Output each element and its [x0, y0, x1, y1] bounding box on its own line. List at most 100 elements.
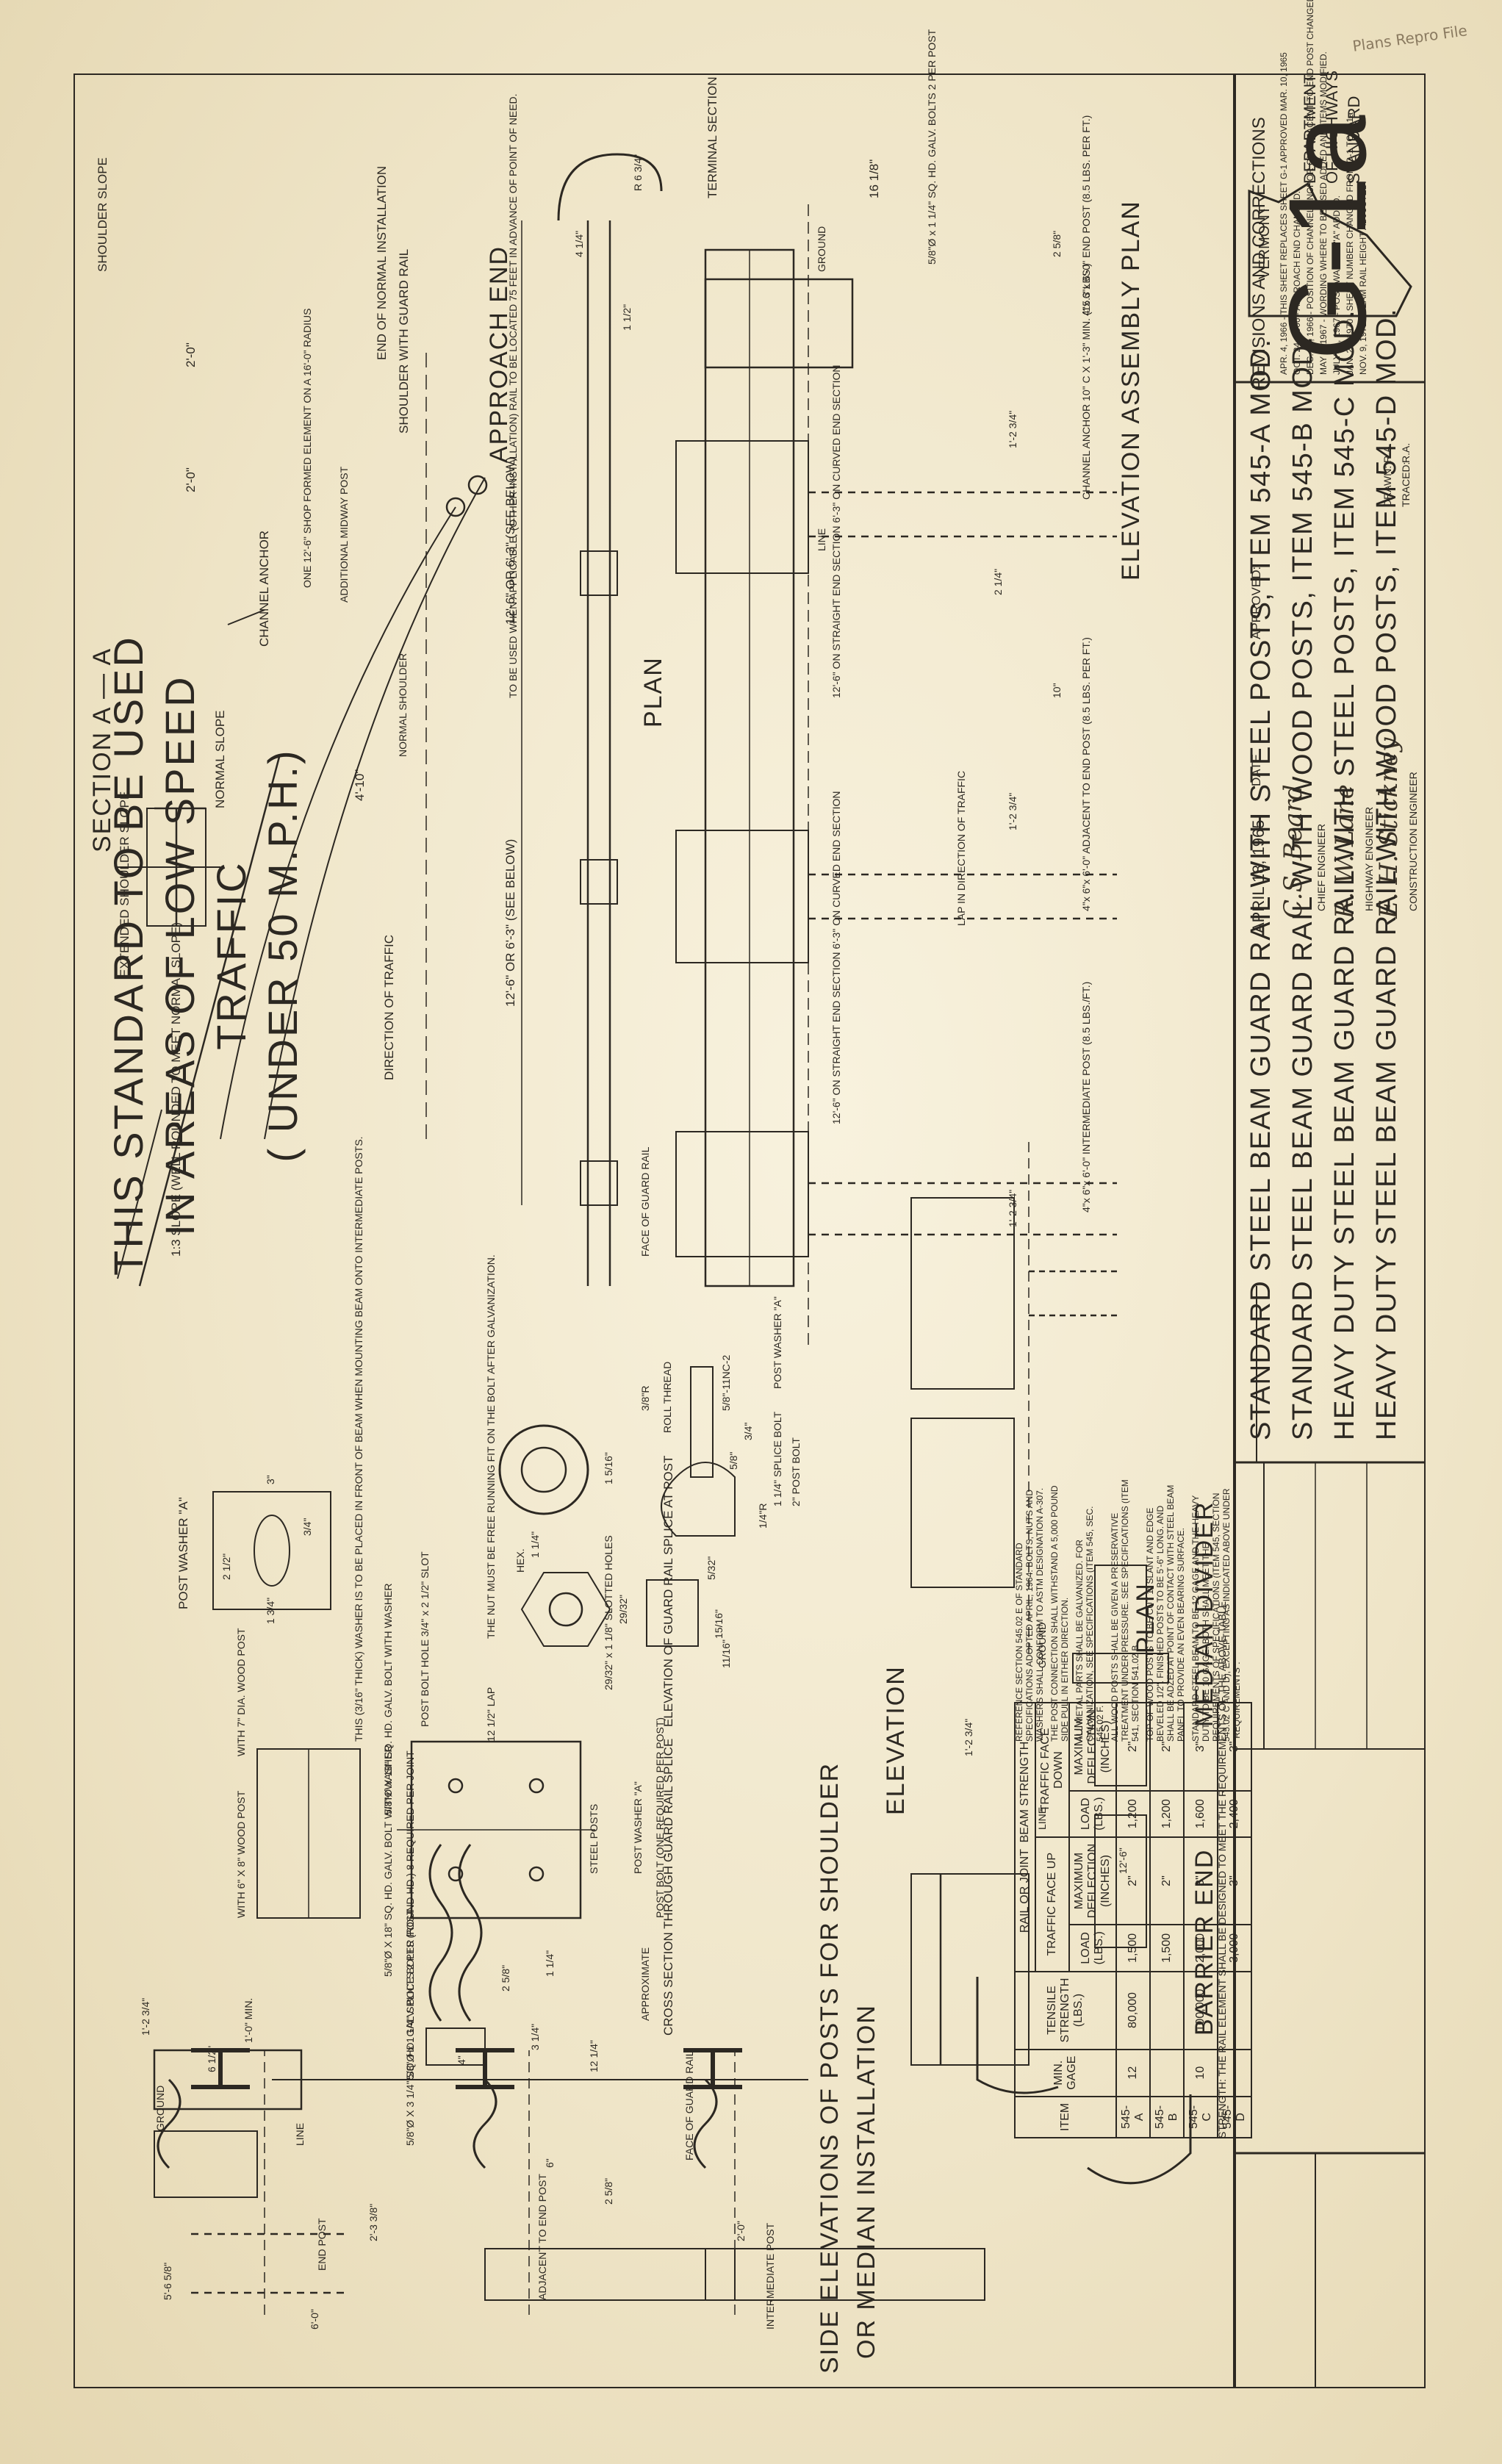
plan-radius: R 6 3/4"	[632, 154, 644, 191]
strength-cell	[1150, 2049, 1184, 2097]
headline-line-3: TRAFFIC	[208, 861, 254, 1050]
note-item: ALL WOOD POSTS SHALL BE GIVEN A PRESERVA…	[1110, 1479, 1140, 1742]
lap-direction: LAP IN DIRECTION OF TRAFFIC	[955, 770, 967, 926]
side-dim-3: 6 1/2"	[206, 2045, 218, 2072]
note-item: ALL METAL PARTS SHALL BE GALVANIZED. FOR…	[1074, 1506, 1105, 1742]
channel-anchor-label: CHANNEL ANCHOR	[257, 530, 271, 647]
splice-dim-c: 3 1/4"	[529, 2023, 541, 2050]
elevation-dim-4: 1'-2 3/4"	[1007, 1189, 1018, 1227]
plan-dim-d: 1 1/2"	[621, 303, 633, 331]
side-dim-4: 5'-6 5/8"	[162, 2262, 173, 2300]
post-washer-d4: 1 3/4"	[265, 1597, 276, 1624]
shoulder-with-guard-rail: SHOULDER WITH GUARD RAIL	[397, 248, 411, 434]
strength-cell: 1,200	[1116, 1790, 1150, 1837]
roll-thread: ROLL THREAD	[661, 1361, 673, 1433]
note-item: STANDARD STEEL BEAM TO BE 12 GAGE AND TH…	[1190, 1488, 1242, 1742]
strength-cell: 3"	[1184, 1836, 1218, 1925]
shoulder-slope-label: SHOULDER SLOPE	[96, 157, 109, 272]
strength-cell: 545-B	[1150, 2096, 1184, 2138]
wood-post-6x8: WITH 6" X 8" WOOD POST	[235, 1790, 247, 1918]
post-bolt-label: 2" POST BOLT	[790, 1437, 802, 1506]
side-dim-10: 4"	[456, 2055, 467, 2065]
plan-dim-b: 12'-6" OR 6'-3" (SEE BELOW)	[503, 838, 517, 1007]
side-dim-5: 6'-0"	[309, 2309, 320, 2330]
strength-cell: 1,200	[1150, 1790, 1184, 1837]
side-dim-2: 1'-0" MIN.	[242, 1997, 254, 2043]
splice-dim-b: 2 5/8"	[500, 1964, 511, 1991]
headline: THIS STANDARD TO BE USED IN AREAS OF LOW…	[103, 551, 309, 1359]
side-dim-7: 2'-0"	[735, 2221, 747, 2241]
normal-slope-label: NORMAL SLOPE	[213, 710, 227, 808]
splice-bolt-label: 1 1/4" SPLICE BOLT	[772, 1411, 783, 1506]
splice-washer-a: POST WASHER "A"	[632, 1781, 644, 1874]
strength-cell: 1,600	[1184, 1790, 1218, 1837]
side-ground: GROUND	[154, 2085, 166, 2131]
hardware-d5: 1 1/4"	[529, 1531, 541, 1558]
end-of-normal-installation: END OF NORMAL INSTALLATION	[375, 165, 389, 360]
side-dim-8: 2 5/8"	[603, 2177, 614, 2205]
section-aa-dim-left: 2'-0"	[184, 342, 198, 367]
slotted-holes: 29/32" x 1 1/8" SLOTTED HOLES	[603, 1535, 614, 1690]
elevation-dim-5: 2 1/4"	[992, 568, 1004, 595]
curved-section-2: 12'-6" ON STRAIGHT END SECTION 6'-3" ON …	[830, 791, 842, 1124]
intermediate-post-label: 4"x 6"x 6'-0" INTERMEDIATE POST (8.5 LBS…	[1080, 981, 1092, 1213]
elevation-dim-2: 2 5/8"	[1051, 230, 1063, 257]
linework	[73, 73, 1426, 2388]
strength-cell: 545-A	[1116, 2096, 1150, 2138]
elevation-line: LINE	[816, 528, 827, 551]
section-aa-dim-right: 2'-0"	[184, 467, 198, 492]
strength-cell: 545-C	[1184, 2096, 1218, 2138]
hardware-washer: POST WASHER "A"	[772, 1296, 783, 1389]
hardware-dia: 29/32"	[617, 1594, 629, 1624]
additional-post-label: ADDITIONAL MIDWAY POST	[338, 466, 350, 603]
strength-cell: 100,000	[1184, 1971, 1218, 2050]
hardware-d8: 5/8"	[727, 1451, 739, 1470]
side-bolts: 5/8"Ø X 3 1/4" SQ. HD. GALV. BOLTS 2 PER…	[404, 1908, 416, 2146]
title-row-3: HEAVY DUTY STEEL BEAM GUARD RAIL WITH ST…	[1329, 309, 1360, 1440]
post-washer-title: POST WASHER "A"	[176, 1497, 190, 1609]
construction-engineer-label: CONSTRUCTION ENGINEER	[1407, 772, 1419, 911]
post-washer-note: THIS (3/16" THICK) WASHER IS TO BE PLACE…	[353, 1136, 364, 1742]
side-line: LINE	[294, 2122, 306, 2146]
hardware-d10: 1/4"R	[757, 1503, 769, 1529]
nut-note: THE NUT MUST BE FREE RUNNING FIT ON THE …	[485, 1254, 497, 1639]
note-item: TOP OF WOOD POSTS TO BE CUT 1" SLANT AND…	[1145, 1484, 1186, 1742]
side-dim-1: 1'-2 3/4"	[140, 1997, 151, 2036]
side-face: FACE OF GUARD RAIL	[683, 2050, 695, 2161]
hardware-d3: 5/32"	[705, 1556, 717, 1580]
elevation-dim-1: 1'-2 3/4"	[1007, 410, 1018, 448]
hardware-d1: 15/16"	[713, 1609, 725, 1639]
elevation-ground: GROUND	[816, 226, 827, 272]
elevation-dim-6: 10"	[1051, 683, 1063, 698]
hardware-d7: 5/8"-11NC-2	[720, 1354, 732, 1411]
sheet-number: G-1a	[1265, 115, 1389, 360]
splice-title: ELEVATION OF GUARD RAIL SPLICE AT POST	[661, 1455, 675, 1727]
note-item: REFERENCE SECTION 545.02 E OF STANDARD S…	[1014, 1487, 1045, 1742]
strength-cell: 2"	[1116, 1836, 1150, 1925]
title-row-4: HEAVY DUTY STEEL BEAM GUARD RAIL WITH WO…	[1371, 307, 1402, 1440]
elevation-dim-top: 16 1/8"	[867, 159, 881, 198]
steel-posts-label: STEEL POSTS	[588, 1803, 600, 1874]
hex-label: HEX.	[514, 1548, 526, 1573]
slope-note: 1:3 SLOPE (WELL ROUNDED TO MEET NORMAL S…	[169, 922, 183, 1257]
th-rail: RAIL OR JOINT BEAM STRENGTH	[1015, 1703, 1035, 1972]
wood-post-7: WITH 7" DIA. WOOD POST	[235, 1628, 247, 1756]
strength-cell: 2,000	[1184, 1925, 1218, 1972]
th-up: TRAFFIC FACE UP	[1035, 1836, 1069, 1972]
plan-title: PLAN	[639, 656, 667, 728]
approximate-label: APPROXIMATE	[639, 1947, 651, 2021]
th-tensile: TENSILE STRENGTH (LBS.)	[1015, 1971, 1116, 2050]
curved-section-1: 12'-6" ON STRAIGHT END SECTION 6'-3" ON …	[830, 364, 842, 698]
splice-bolt-2: 5/8"Ø X 18" SQ. HD. GALV. BOLT WITH WASH…	[382, 1745, 394, 1977]
side-dim-6: 2'-3 3/8"	[367, 2203, 379, 2241]
side-intermediate: INTERMEDIATE POST	[764, 2222, 776, 2330]
cross-section-title: CROSS SECTION THROUGH GUARD RAIL SPLICE	[661, 1738, 675, 2036]
elevation-dim-3: 1'-2 3/4"	[1007, 792, 1018, 830]
adjacent-post-label: 4"x 6"x 6'-0" ADJACENT TO END POST (8.5 …	[1080, 637, 1092, 911]
side-end-post: END POST	[316, 2218, 328, 2271]
direction-of-traffic: DIRECTION OF TRAFFIC	[382, 934, 396, 1080]
title-rows: STANDARD STEEL BEAM GUARD RAIL WITH STEE…	[1246, 308, 1403, 1440]
